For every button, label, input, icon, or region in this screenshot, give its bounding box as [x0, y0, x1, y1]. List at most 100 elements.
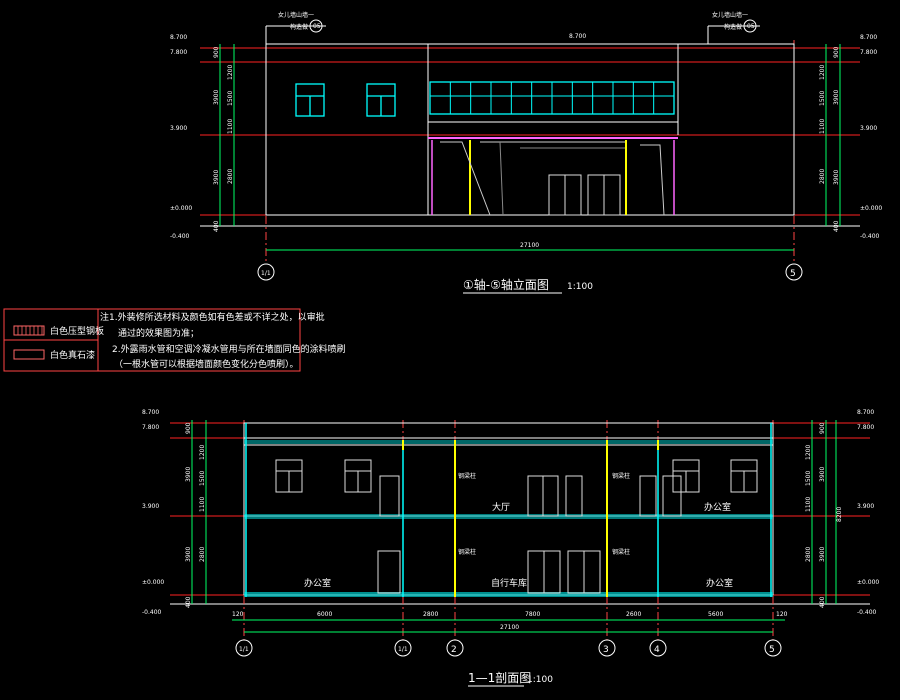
section-view: 大厅 办公室 办公室 自行车库 办公室 钢梁柱 钢梁柱 钢梁柱 钢梁柱 8.70… — [142, 409, 879, 687]
elevation-overall-width: 27100 — [520, 242, 539, 249]
sec-dim-total: 8200 — [836, 507, 843, 522]
bay-dim-1: 6000 — [317, 611, 332, 618]
elev-dim-outer-3: 400 — [213, 220, 220, 232]
elev-rdim-outer-1: 3900 — [833, 90, 840, 105]
sec-left-level-3: ±0.000 — [142, 579, 164, 586]
elevation-outline — [265, 43, 795, 216]
legend-block: 白色压型钢板 白色真石漆 注1.外装修所选材料及颜色如有色差或不详之处，以审批 … — [3, 308, 346, 372]
elevation-view: 女儿墙山墙一 构造做 05 女儿墙山墙一 构造做 05 8.700 8.700 … — [170, 11, 882, 294]
sec-axis-3: 3 — [603, 645, 609, 655]
col-note-0: 钢梁柱 — [458, 472, 476, 480]
elevation-right-levels: 8.700 7.800 3.900 ±0.000 -0.400 — [860, 34, 882, 240]
elevation-top-note-left: 女儿墙山墙一 构造做 05 — [265, 11, 326, 44]
top-note-right-sub: 构造做 — [724, 23, 742, 31]
sec-rdim-outer-3: 400 — [819, 596, 826, 608]
elevation-dim-chains — [219, 44, 841, 226]
section-left-levels: 8.700 7.800 3.900 ±0.000 -0.400 — [142, 409, 164, 616]
sec-right-level-2: 3.900 — [857, 503, 874, 510]
elev-rdim-inner-1: 1500 — [819, 91, 826, 106]
sec-axis-1: 1/1 — [398, 646, 408, 653]
elevation-axis-left: 1/1 — [261, 270, 271, 277]
elevation-top-level: 8.700 — [569, 33, 586, 40]
elev-rdim-inner-2: 1100 — [819, 119, 826, 134]
note-line-3: 2.外露雨水管和空调冷凝水管用与所在墙面同色的涂料喷刷 — [112, 343, 346, 355]
bay-dim-6: 120 — [776, 611, 788, 618]
elev-dim-inner-1: 1500 — [227, 91, 234, 106]
section-openings — [275, 459, 758, 594]
sec-rdim-outer-0: 900 — [819, 422, 826, 434]
sec-rdim-outer-2: 3900 — [819, 547, 826, 562]
top-note-left-label: 女儿墙山墙一 — [278, 11, 314, 19]
elevation-dim-texts-left: 900 3900 3900 400 1200 1500 1100 2800 — [213, 46, 234, 232]
elevation-ribbon-window — [429, 81, 675, 115]
sec-axis-0: 1/1 — [239, 646, 249, 653]
sec-dim-inner-1: 1500 — [199, 471, 206, 486]
elevation-windows-left — [295, 83, 396, 117]
sec-left-level-0: 8.700 — [142, 409, 159, 416]
section-level-lines — [170, 422, 870, 596]
section-scale: 1:100 — [527, 675, 553, 685]
bay-dim-3: 7800 — [525, 611, 540, 618]
elev-right-level-2: 3.900 — [860, 125, 877, 132]
top-note-right-num: 05 — [747, 23, 755, 30]
section-overall-width: 27100 — [500, 624, 519, 631]
elevation-dim-texts-right: 1200 1500 1100 2800 900 3900 3900 400 — [819, 46, 840, 232]
elev-rdim-outer-0: 900 — [833, 46, 840, 58]
sec-rdim-inner-3: 2800 — [805, 547, 812, 562]
elev-left-level-3: ±0.000 — [170, 205, 192, 212]
sec-right-level-0: 8.700 — [857, 409, 874, 416]
sec-left-level-4: -0.400 — [142, 609, 162, 616]
legend-label-steel: 白色压型钢板 — [50, 325, 104, 337]
elev-right-level-0: 8.700 — [860, 34, 877, 41]
note-line-2: 通过的效果图为准； — [118, 327, 199, 339]
section-title: 1—1剖面图 — [468, 671, 531, 685]
section-steel-columns — [402, 440, 659, 597]
sec-right-level-3: ±0.000 — [857, 579, 879, 586]
col-note-3: 钢梁柱 — [612, 548, 630, 556]
sec-axis-4: 4 — [654, 645, 660, 655]
elev-left-level-4: -0.400 — [170, 233, 190, 240]
sec-axis-5: 5 — [769, 645, 775, 655]
elev-right-level-3: ±0.000 — [860, 205, 882, 212]
elevation-doors — [548, 174, 621, 216]
col-note-1: 钢梁柱 — [612, 472, 630, 480]
elev-right-level-4: -0.400 — [860, 233, 880, 240]
bay-dim-2: 2800 — [423, 611, 438, 618]
elevation-left-levels: 8.700 7.800 3.900 ±0.000 -0.400 — [170, 34, 192, 240]
bay-dim-4: 2600 — [626, 611, 641, 618]
sec-dim-outer-0: 900 — [185, 422, 192, 434]
sec-dim-inner-3: 2800 — [199, 547, 206, 562]
section-bay-dims: 120 6000 2800 7800 2600 5600 120 — [232, 611, 788, 618]
sec-dim-inner-0: 1200 — [199, 445, 206, 460]
elev-rdim-outer-3: 400 — [833, 220, 840, 232]
elev-dim-outer-0: 900 — [213, 46, 220, 58]
sec-dim-outer-2: 3900 — [185, 547, 192, 562]
sec-left-level-2: 3.900 — [142, 503, 159, 510]
sec-rdim-inner-0: 1200 — [805, 445, 812, 460]
section-dim-texts-right: 1200 1500 1100 2800 900 3900 3900 400 82… — [805, 422, 843, 608]
elev-rdim-inner-0: 1200 — [819, 65, 826, 80]
sec-dim-outer-1: 3900 — [185, 467, 192, 482]
elev-dim-inner-2: 1100 — [227, 119, 234, 134]
legend-swatch-steel — [13, 325, 45, 336]
sec-left-level-1: 7.800 — [142, 424, 159, 431]
elev-left-level-1: 7.800 — [170, 49, 187, 56]
sec-dim-outer-3: 400 — [185, 596, 192, 608]
room-office-upper: 办公室 — [704, 501, 731, 513]
section-dim-chains — [191, 420, 837, 604]
room-office-lower-right: 办公室 — [706, 577, 733, 589]
elevation-canopy — [428, 137, 678, 216]
col-note-2: 钢梁柱 — [458, 548, 476, 556]
legend-swatch-paint — [13, 349, 45, 360]
sec-dim-inner-2: 1100 — [199, 497, 206, 512]
sec-rdim-inner-1: 1500 — [805, 471, 812, 486]
room-hall: 大厅 — [492, 501, 510, 513]
sec-rdim-inner-2: 1100 — [805, 497, 812, 512]
elev-right-level-1: 7.800 — [860, 49, 877, 56]
sec-right-level-4: -0.400 — [857, 609, 877, 616]
bay-dim-0: 120 — [232, 611, 244, 618]
room-office-lower-left: 办公室 — [304, 577, 331, 589]
elevation-scale: 1:100 — [567, 282, 593, 292]
note-line-4: （一根水管可以根据墙面颜色变化分色喷刷）。 — [114, 358, 299, 370]
section-axis-bubbles: 1/1 1/1 2 3 4 5 — [235, 639, 782, 657]
